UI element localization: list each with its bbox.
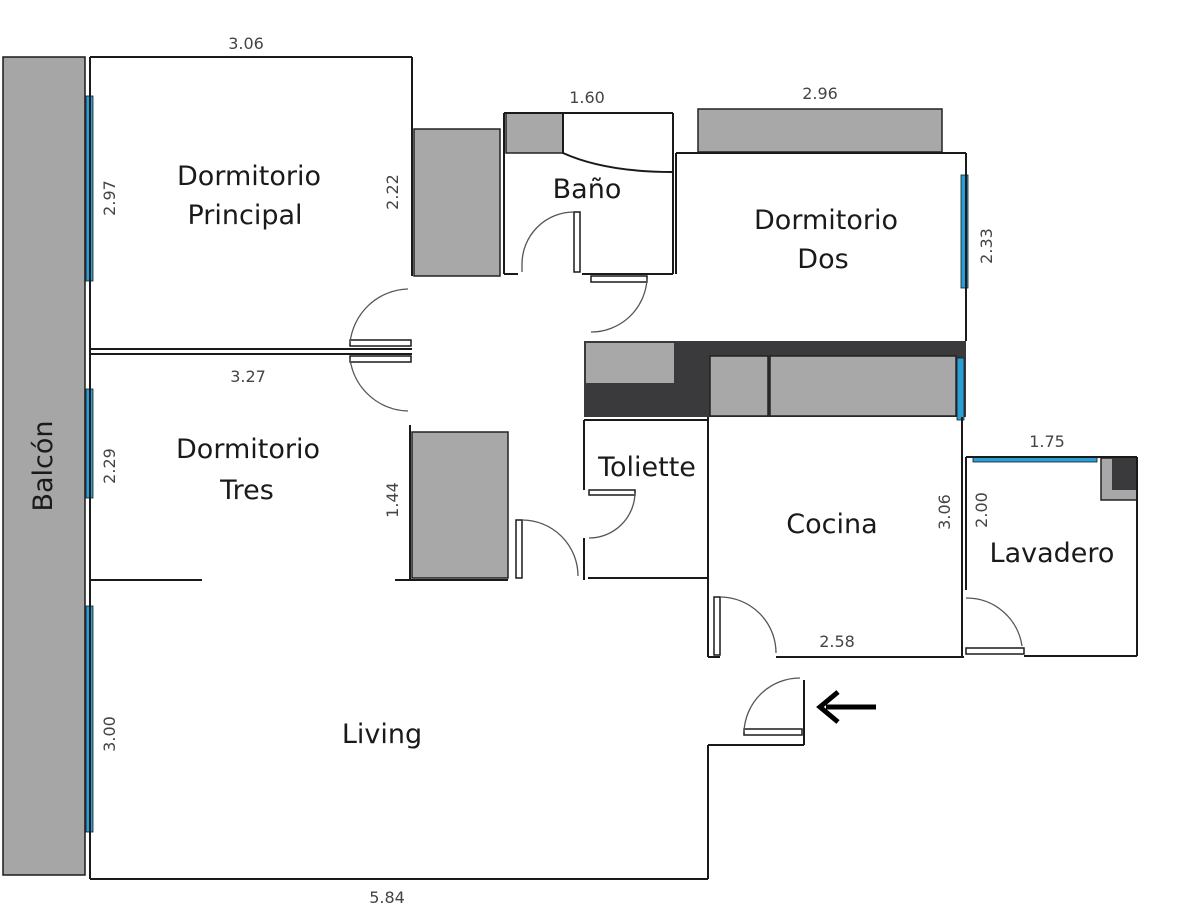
- label-dos-line1: Dormitorio: [754, 205, 898, 236]
- door-bano-leaf[interactable]: [573, 211, 581, 273]
- door-tres-leaf[interactable]: [349, 355, 412, 363]
- label-toliette: Toliette: [597, 452, 696, 483]
- dim-tres-closet: 1.44: [383, 482, 402, 518]
- dim-dos-height: 2.33: [977, 228, 996, 264]
- door-swings: [349, 211, 1023, 733]
- arrow-left-icon: [816, 690, 876, 724]
- lavadero-fixture-inner: [1112, 458, 1137, 490]
- kitchen-counter-light-2: [709, 355, 769, 417]
- dim-lavadero-height: 2.00: [972, 492, 991, 528]
- kitchen-counter-light-3: [769, 355, 957, 417]
- dim-cocina-width: 2.58: [819, 632, 855, 651]
- door-toliette-entry-leaf[interactable]: [515, 519, 523, 579]
- label-dos-line2: Dos: [797, 244, 848, 275]
- dim-dos-width: 2.96: [802, 84, 838, 103]
- label-cocina: Cocina: [786, 509, 877, 540]
- door-cocina-leaf[interactable]: [713, 596, 721, 656]
- door-toliette-leaf[interactable]: [588, 489, 636, 496]
- door-lavadero-leaf[interactable]: [965, 647, 1025, 655]
- dim-tres-height: 2.29: [100, 448, 119, 484]
- kitchen-counter-light-1: [586, 343, 674, 383]
- door-principal-leaf[interactable]: [349, 339, 412, 347]
- balcony: [2, 56, 86, 876]
- label-tres-line2: Tres: [219, 475, 274, 506]
- label-tres-line1: Dormitorio: [176, 434, 320, 465]
- dim-principal-closet: 2.22: [383, 174, 402, 210]
- walls: [89, 56, 1138, 880]
- closet-tres: [411, 431, 509, 579]
- door-entrance-leaf[interactable]: [743, 728, 803, 736]
- label-principal-line2: Principal: [187, 200, 302, 231]
- dim-tres-width: 3.27: [230, 367, 266, 386]
- dim-living-height: 3.00: [100, 716, 119, 752]
- dim-cocina-height: 3.06: [935, 494, 954, 530]
- label-balcon: Balcón: [28, 420, 59, 511]
- door-dos-leaf[interactable]: [590, 275, 648, 283]
- closet-principal: [413, 128, 501, 277]
- closet-dos: [697, 108, 943, 153]
- label-bano: Baño: [553, 174, 622, 205]
- dim-principal-width: 3.06: [228, 34, 264, 53]
- dim-principal-height: 2.97: [100, 180, 119, 216]
- dim-bano-width: 1.60: [569, 88, 605, 107]
- label-principal-line1: Dormitorio: [177, 161, 321, 192]
- bano-fixture: [505, 112, 564, 154]
- window-cocina: [956, 357, 965, 421]
- label-lavadero: Lavadero: [990, 538, 1115, 569]
- dim-living-width: 5.84: [369, 888, 405, 907]
- dim-lavadero-width: 1.75: [1029, 432, 1065, 451]
- window-dos: [960, 174, 969, 289]
- label-living: Living: [342, 719, 422, 750]
